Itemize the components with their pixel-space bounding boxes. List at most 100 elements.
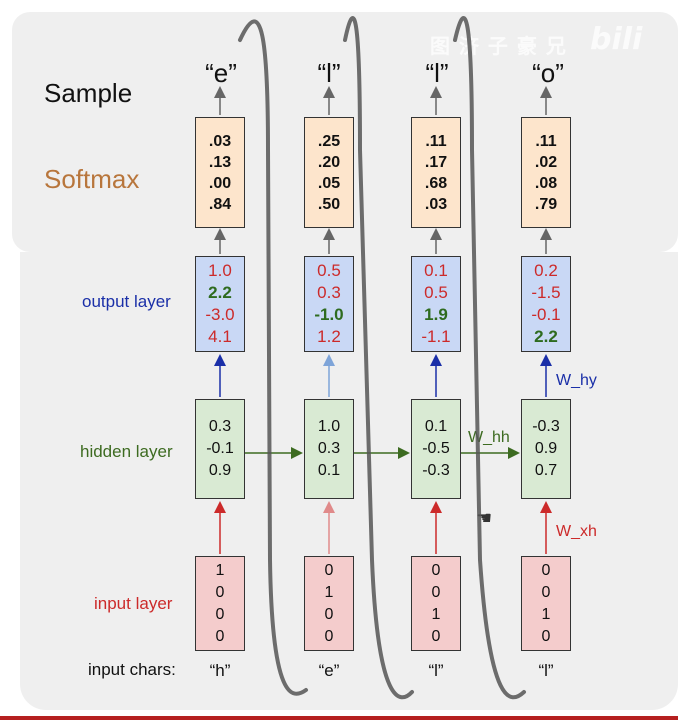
softmax-value: .84 <box>208 195 232 213</box>
input-value: 0 <box>215 583 225 601</box>
softmax-value: .03 <box>424 195 448 213</box>
feedback-loop <box>238 19 308 696</box>
input-value: 0 <box>324 605 334 623</box>
output-value: 4.1 <box>208 327 232 346</box>
sample-label: Sample <box>44 78 133 108</box>
hidden-value: 0.9 <box>208 462 232 479</box>
output-box: 1.0 2.2 -3.0 4.1 <box>195 256 245 352</box>
sample-char: “e” <box>205 58 237 88</box>
output-value: 0.3 <box>317 283 341 302</box>
output-value: -1.5 <box>531 283 561 302</box>
hidden-box: -0.3 0.9 0.7 <box>521 399 571 499</box>
input-value: 0 <box>215 627 225 645</box>
input-box: 0 0 1 0 <box>521 556 571 651</box>
softmax-value: .00 <box>208 174 232 192</box>
output-value: 1.0 <box>208 261 232 280</box>
hidden-value: -0.3 <box>532 418 560 435</box>
softmax-value: .03 <box>208 132 232 150</box>
feedback-loop <box>453 16 526 700</box>
input-char: “l” <box>538 661 554 680</box>
sample-char: “l” <box>317 58 341 88</box>
hidden-value: 1.0 <box>317 418 341 435</box>
output-value: 1.2 <box>317 327 341 346</box>
input-value: 0 <box>431 561 441 579</box>
hidden-value: 0.3 <box>208 418 232 435</box>
softmax-label: Softmax <box>44 164 140 194</box>
softmax-value: .50 <box>317 195 341 213</box>
input-value: 0 <box>431 583 441 601</box>
input-box: 0 1 0 0 <box>304 556 354 651</box>
bottom-divider <box>0 716 678 720</box>
input-value: 0 <box>324 561 334 579</box>
output-value: 2.2 <box>534 327 558 346</box>
output-value: -3.0 <box>205 305 235 324</box>
softmax-box: .03 .13 .00 .84 <box>195 117 245 228</box>
input-char: “h” <box>209 661 231 680</box>
output-value: -0.1 <box>531 305 561 324</box>
input-value: 0 <box>215 605 225 623</box>
input-layer-label: input layer <box>94 594 173 613</box>
output-value: 1.9 <box>424 305 448 324</box>
softmax-value: .11 <box>425 132 447 150</box>
hidden-box: 0.1 -0.5 -0.3 <box>411 399 461 499</box>
output-layer-label: output layer <box>82 292 171 311</box>
output-box: 0.2 -1.5 -0.1 2.2 <box>521 256 571 352</box>
softmax-value: .68 <box>424 174 448 192</box>
hidden-value: -0.1 <box>206 440 234 457</box>
softmax-value: .20 <box>317 153 341 171</box>
input-value: 1 <box>324 583 334 601</box>
output-value: -1.0 <box>314 305 344 324</box>
hidden-value: 0.9 <box>534 440 558 457</box>
hidden-box: 0.3 -0.1 0.9 <box>195 399 245 499</box>
input-chars-label: input chars: <box>88 660 176 679</box>
hidden-value: 0.1 <box>317 462 341 479</box>
output-box: 0.1 0.5 1.9 -1.1 <box>411 256 461 352</box>
softmax-value: .02 <box>534 153 558 171</box>
input-value: 1 <box>431 605 441 623</box>
softmax-value: .25 <box>317 132 341 150</box>
output-value: -1.1 <box>421 327 451 346</box>
hidden-value: 0.7 <box>534 462 558 479</box>
input-value: 1 <box>215 561 225 579</box>
input-box: 0 0 1 0 <box>411 556 461 651</box>
input-char: “l” <box>428 661 444 680</box>
sample-char: “o” <box>532 58 564 88</box>
softmax-value: .17 <box>424 153 448 171</box>
hidden-value: -0.3 <box>422 462 450 479</box>
softmax-value: .05 <box>317 174 341 192</box>
hidden-value: 0.3 <box>317 440 341 457</box>
input-value: 0 <box>431 627 441 645</box>
softmax-box: .11 .17 .68 .03 <box>411 117 461 228</box>
input-char: “e” <box>318 661 340 680</box>
input-value: 0 <box>324 627 334 645</box>
output-value: 0.1 <box>424 261 448 280</box>
input-value: 0 <box>541 583 551 601</box>
input-value: 0 <box>541 627 551 645</box>
hidden-layer-label: hidden layer <box>80 442 173 461</box>
sample-char: “l” <box>425 58 449 88</box>
softmax-value: .79 <box>534 195 558 213</box>
softmax-value: .08 <box>534 174 558 192</box>
input-value: 1 <box>541 605 551 623</box>
output-box: 0.5 0.3 -1.0 1.2 <box>304 256 354 352</box>
w-xh-label: W_xh <box>556 523 597 540</box>
softmax-value: .13 <box>208 153 232 171</box>
hidden-value: 0.1 <box>424 418 448 435</box>
softmax-box: .25 .20 .05 .50 <box>304 117 354 228</box>
output-value: 2.2 <box>208 283 232 302</box>
w-hy-label: W_hy <box>556 372 597 389</box>
bilibili-logo: bili <box>590 22 643 57</box>
hidden-box: 1.0 0.3 0.1 <box>304 399 354 499</box>
output-value: 0.5 <box>424 283 448 302</box>
feedback-loop <box>343 16 414 700</box>
watermark-text: 图 济 子 豪 兄 <box>430 34 567 58</box>
softmax-box: .11 .02 .08 .79 <box>521 117 571 228</box>
input-box: 1 0 0 0 <box>195 556 245 651</box>
output-value: 0.2 <box>534 261 558 280</box>
softmax-value: .11 <box>535 132 557 150</box>
input-value: 0 <box>541 561 551 579</box>
output-value: 0.5 <box>317 261 341 280</box>
hidden-value: -0.5 <box>422 440 450 457</box>
